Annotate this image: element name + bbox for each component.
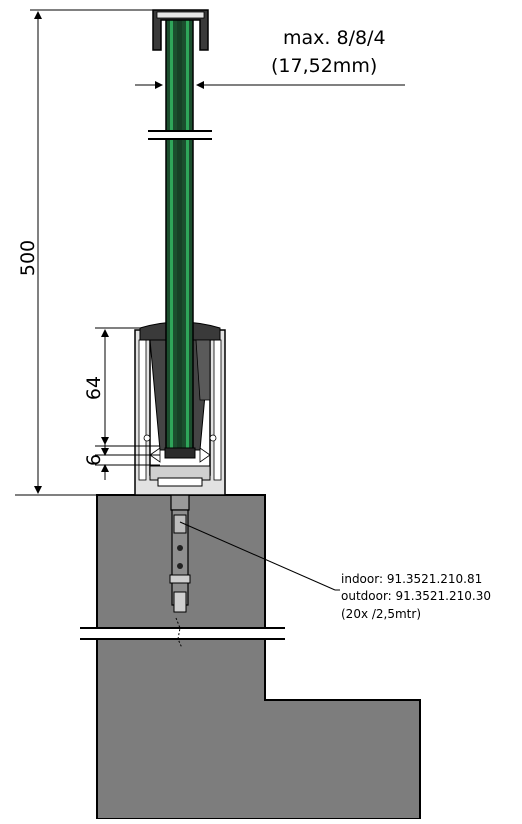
dimension-glass-thickness: max. 8/8/4 (17,52mm)	[135, 27, 405, 89]
aluminium-profile	[134, 329, 226, 496]
laminated-glass-panel	[164, 14, 196, 459]
dimension-bottom-gap: 6	[83, 440, 160, 480]
glass-break-symbol	[148, 130, 212, 140]
callout-quantity: (20x /2,5mtr)	[341, 607, 421, 621]
bottom-gap-label: 6	[83, 454, 105, 466]
dimension-overall-height: 500	[15, 9, 160, 496]
dimension-clamp-depth: 64	[83, 327, 160, 447]
clamp-depth-label: 64	[83, 376, 105, 400]
glass-spec-line1: max. 8/8/4	[283, 27, 386, 49]
concrete-base	[96, 494, 421, 820]
callout-outdoor: outdoor: 91.3521.210.30	[341, 589, 491, 603]
overall-height-label: 500	[17, 240, 39, 276]
clamp-wedges	[139, 321, 221, 451]
callout-indoor: indoor: 91.3521.210.81	[341, 572, 482, 586]
glass-spec-line2: (17,52mm)	[271, 55, 377, 77]
top-handrail-cap	[152, 9, 209, 51]
anchor-callout: indoor: 91.3521.210.81 outdoor: 91.3521.…	[179, 521, 491, 621]
concrete-break-symbol	[80, 617, 285, 649]
